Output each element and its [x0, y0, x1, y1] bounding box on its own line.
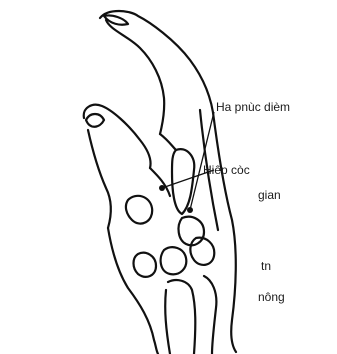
- thumb-lower: [88, 130, 111, 228]
- carpal-bone-5: [161, 247, 187, 274]
- thumb-nail: [86, 114, 104, 127]
- label-gian: gian: [258, 188, 281, 202]
- ulna-bone: [204, 276, 216, 354]
- label-hiep-coc: Hiêp còc: [203, 163, 250, 177]
- finger-tip-outline: [100, 11, 214, 120]
- label-tri: tn: [261, 259, 271, 273]
- label-nong: nông: [258, 290, 285, 304]
- label-ha-phuc-diem: Ha pnùc dièm: [216, 100, 290, 114]
- carpal-bone-1: [126, 196, 152, 224]
- carpal-bone-3: [179, 217, 204, 245]
- radius-bone: [168, 280, 195, 354]
- forearm-line: [165, 290, 170, 354]
- hand-outer-edge: [214, 120, 236, 352]
- palm-left-edge: [108, 228, 158, 354]
- metacarpal-line: [160, 134, 176, 150]
- carpal-bone-6: [134, 253, 157, 277]
- palm-crease: [150, 168, 170, 196]
- finger-inner-outline: [106, 20, 164, 134]
- carpal-bone-4: [190, 238, 214, 265]
